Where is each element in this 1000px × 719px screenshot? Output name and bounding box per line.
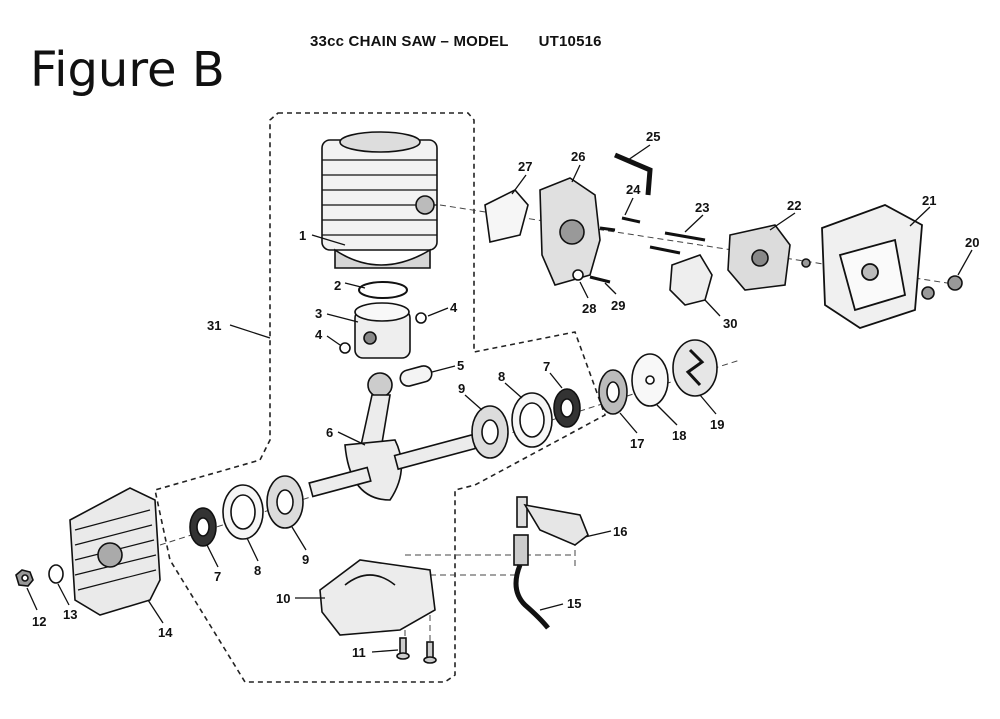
callout-16: 16 bbox=[613, 524, 627, 539]
clip-part bbox=[339, 342, 351, 354]
callout-4: 4 bbox=[315, 327, 323, 342]
cylinder-part bbox=[321, 131, 438, 269]
callout-14: 14 bbox=[158, 625, 173, 640]
callout-20: 20 bbox=[965, 235, 979, 250]
piston-ring-part bbox=[358, 281, 408, 299]
spacer-block-part bbox=[669, 254, 713, 306]
callout-27: 27 bbox=[518, 159, 532, 174]
oil-line-part bbox=[513, 564, 550, 630]
callout-6: 6 bbox=[326, 425, 333, 440]
seal-part bbox=[189, 507, 217, 547]
callout-9: 9 bbox=[302, 552, 309, 567]
screw-part bbox=[599, 226, 616, 232]
figure-label: Figure B bbox=[30, 42, 225, 98]
leader-lines bbox=[26, 144, 973, 653]
callout-9: 9 bbox=[458, 381, 465, 396]
washer-part bbox=[572, 269, 584, 281]
callout-22: 22 bbox=[787, 198, 801, 213]
callout-24: 24 bbox=[626, 182, 641, 197]
callout-3: 3 bbox=[315, 306, 322, 321]
callout-28: 28 bbox=[582, 301, 596, 316]
nut-part bbox=[801, 258, 963, 300]
title-model: UT10516 bbox=[538, 33, 602, 50]
diagram-title: 33cc CHAIN SAW – MODEL UT10516 bbox=[310, 33, 602, 50]
callout-29: 29 bbox=[611, 298, 625, 313]
screw-part bbox=[396, 637, 437, 664]
flywheel-part bbox=[69, 487, 161, 616]
crankshaft-part bbox=[308, 372, 477, 501]
stud-part bbox=[649, 231, 706, 255]
washer-part bbox=[48, 564, 64, 584]
air-filter-housing-part bbox=[821, 204, 923, 329]
hex-key-part bbox=[614, 152, 653, 196]
callout-25: 25 bbox=[646, 129, 660, 144]
screw-part bbox=[589, 275, 611, 284]
nut-part bbox=[15, 569, 34, 587]
callout-7: 7 bbox=[543, 359, 550, 374]
clutch-drum-part bbox=[598, 369, 628, 415]
callout-8: 8 bbox=[498, 369, 505, 384]
bearing-part bbox=[266, 475, 304, 529]
gasket-part bbox=[484, 189, 529, 243]
callout-26: 26 bbox=[571, 149, 585, 164]
callout-11: 11 bbox=[352, 645, 366, 660]
washer-part bbox=[631, 353, 669, 407]
clip-part bbox=[415, 312, 427, 324]
callout-5: 5 bbox=[457, 358, 464, 373]
callout-19: 19 bbox=[710, 417, 724, 432]
callout-15: 15 bbox=[567, 596, 581, 611]
spacer-part bbox=[222, 484, 264, 540]
callout-31: 31 bbox=[207, 318, 221, 333]
carburetor-part bbox=[727, 224, 791, 291]
screw-part bbox=[621, 216, 641, 224]
callout-2: 2 bbox=[334, 278, 341, 293]
callout-4: 4 bbox=[450, 300, 458, 315]
callout-13: 13 bbox=[63, 607, 77, 622]
callout-21: 21 bbox=[922, 193, 936, 208]
oil-pump-part bbox=[513, 496, 589, 566]
callout-30: 30 bbox=[723, 316, 737, 331]
callout-8: 8 bbox=[254, 563, 261, 578]
callout-7: 7 bbox=[214, 569, 221, 584]
callout-10: 10 bbox=[276, 591, 290, 606]
spacer-part bbox=[511, 392, 553, 448]
piston-part bbox=[354, 302, 411, 359]
assembly-boundary bbox=[154, 112, 606, 683]
callout-12: 12 bbox=[32, 614, 46, 629]
seal-part bbox=[553, 388, 581, 428]
callout-23: 23 bbox=[695, 200, 709, 215]
callout-1: 1 bbox=[299, 228, 306, 243]
callout-labels: 1 2 3 4 4 5 6 7 7 8 8 9 9 10 11 12 13 14… bbox=[32, 129, 979, 660]
intake-adapter-part bbox=[539, 177, 601, 286]
callout-18: 18 bbox=[672, 428, 686, 443]
clutch-part bbox=[672, 339, 718, 397]
title-text: 33cc CHAIN SAW – MODEL bbox=[310, 33, 509, 50]
bearing-part bbox=[471, 405, 509, 459]
crankcase-part bbox=[319, 559, 436, 636]
callout-17: 17 bbox=[630, 436, 644, 451]
piston-pin-part bbox=[399, 365, 433, 387]
